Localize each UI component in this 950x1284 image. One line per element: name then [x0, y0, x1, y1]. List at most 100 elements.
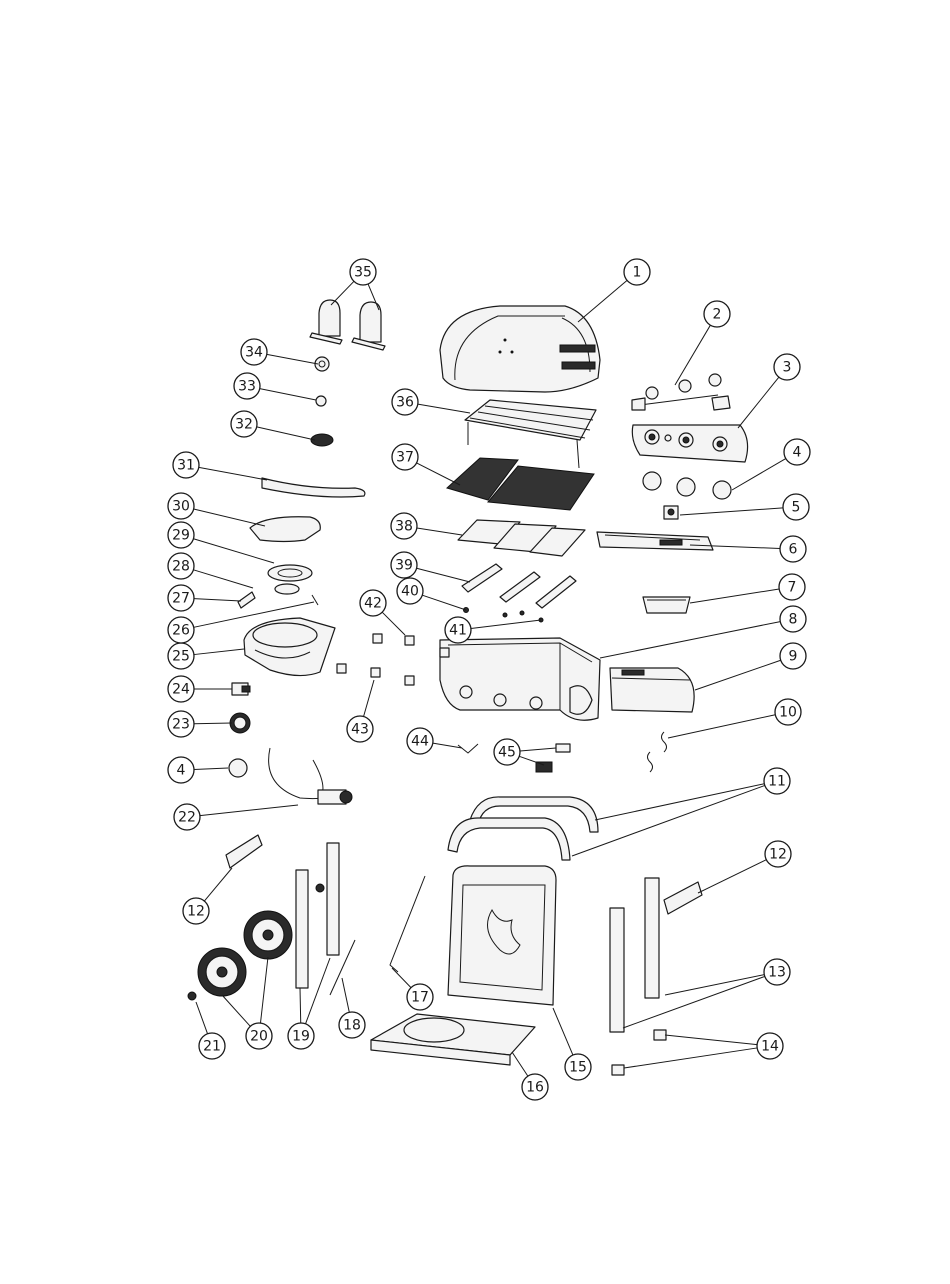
- part-wheel-cap: [188, 992, 196, 1000]
- callout-number: 43: [351, 722, 369, 738]
- leader-line-32: [257, 427, 315, 440]
- part-firebox: [440, 638, 600, 720]
- part-cooking-grates: [447, 458, 594, 510]
- leader-line-38: [417, 528, 462, 535]
- callout-3: 3: [774, 354, 800, 380]
- leader-line-4: [732, 459, 786, 490]
- part-handle-brackets: [310, 300, 385, 350]
- leader-line-37: [417, 463, 460, 485]
- callout-number: 12: [769, 847, 787, 863]
- leader-line-20: [222, 995, 250, 1026]
- callout-number: 23: [172, 717, 190, 733]
- callout-number: 3: [783, 360, 792, 376]
- leader-line-36: [418, 404, 470, 413]
- leader-line-25: [194, 649, 244, 655]
- callout-10: 10: [775, 699, 801, 725]
- callout-number: 8: [789, 612, 798, 628]
- callout-number: 12: [187, 904, 205, 920]
- callout-24: 24: [168, 676, 194, 702]
- callout-15: 15: [565, 1054, 591, 1080]
- callout-number: 45: [498, 745, 516, 761]
- part-hooks: [648, 732, 667, 772]
- leader-line-33: [260, 389, 316, 400]
- leader-line-27: [194, 599, 241, 601]
- callout-number: 20: [250, 1029, 268, 1045]
- callout-number: 38: [395, 519, 413, 535]
- callout-number: 29: [172, 528, 190, 544]
- callout-number: 1: [633, 265, 642, 281]
- callout-number: 15: [569, 1060, 587, 1076]
- part-bezel: [230, 713, 250, 733]
- callout-number: 32: [235, 417, 253, 433]
- callout-4: 4: [168, 757, 194, 783]
- leader-line-14: [624, 1048, 757, 1068]
- leader-line-18: [342, 978, 349, 1012]
- leader-line-11: [572, 785, 765, 856]
- callout-37: 37: [392, 444, 418, 470]
- callout-20: 20: [246, 1023, 272, 1049]
- callout-number: 22: [178, 810, 196, 826]
- callout-12: 12: [183, 898, 209, 924]
- callout-number: 2: [713, 307, 722, 323]
- leader-line-31: [199, 467, 267, 480]
- leader-line-2: [675, 325, 710, 385]
- leader-line-11: [595, 784, 764, 820]
- callout-25: 25: [168, 643, 194, 669]
- leader-line-4: [194, 768, 228, 769]
- part-leg-caps: [612, 1030, 666, 1075]
- callout-12: 12: [765, 841, 791, 867]
- part-wheels: [198, 911, 292, 996]
- leader-line-12: [204, 868, 232, 901]
- callout-number: 19: [292, 1029, 310, 1045]
- leader-line-7: [690, 589, 779, 603]
- callout-number: 25: [172, 649, 190, 665]
- leader-line-45: [520, 748, 556, 751]
- callout-30: 30: [168, 493, 194, 519]
- callout-number: 36: [396, 395, 414, 411]
- leader-line-35: [331, 281, 354, 305]
- callout-number: 37: [396, 450, 414, 466]
- part-wrench: [458, 744, 478, 753]
- leader-line-21: [196, 1002, 208, 1034]
- callout-40: 40: [397, 578, 423, 604]
- callout-21: 21: [199, 1033, 225, 1059]
- leader-line-8: [600, 622, 780, 658]
- part-legs-right: [610, 878, 659, 1032]
- leader-line-39: [417, 568, 470, 582]
- part-bottom-shelf: [371, 1014, 535, 1065]
- callout-16: 16: [522, 1074, 548, 1100]
- callout-number: 6: [789, 542, 798, 558]
- callout-number: 26: [172, 623, 190, 639]
- part-clips: [337, 634, 449, 685]
- callout-number: 34: [245, 345, 263, 361]
- callout-5: 5: [783, 494, 809, 520]
- callout-1: 1: [624, 259, 650, 285]
- leader-line-19: [300, 988, 301, 1023]
- leader-line-34: [267, 354, 318, 364]
- callout-8: 8: [780, 606, 806, 632]
- callout-number: 13: [768, 965, 786, 981]
- leader-line-3: [738, 377, 779, 428]
- callout-9: 9: [780, 643, 806, 669]
- part-legs-left: [296, 843, 339, 988]
- callout-number: 11: [768, 774, 786, 790]
- callout-14: 14: [757, 1033, 783, 1059]
- callout-number: 28: [172, 559, 190, 575]
- callout-17: 17: [407, 984, 433, 1010]
- callout-13: 13: [764, 959, 790, 985]
- callout-4: 4: [784, 439, 810, 465]
- callout-number: 35: [354, 265, 372, 281]
- part-side-burner-hose: [269, 748, 352, 804]
- leader-line-28: [193, 570, 253, 588]
- callout-number: 44: [411, 734, 429, 750]
- callout-18: 18: [339, 1012, 365, 1038]
- callout-35: 35: [350, 259, 376, 285]
- part-side-valve: [232, 683, 250, 695]
- leader-line-16: [512, 1052, 528, 1076]
- callout-number: 4: [793, 445, 802, 461]
- callout-number: 16: [526, 1080, 544, 1096]
- callout-number: 24: [172, 682, 190, 698]
- callout-number: 30: [172, 499, 190, 515]
- callout-26: 26: [168, 617, 194, 643]
